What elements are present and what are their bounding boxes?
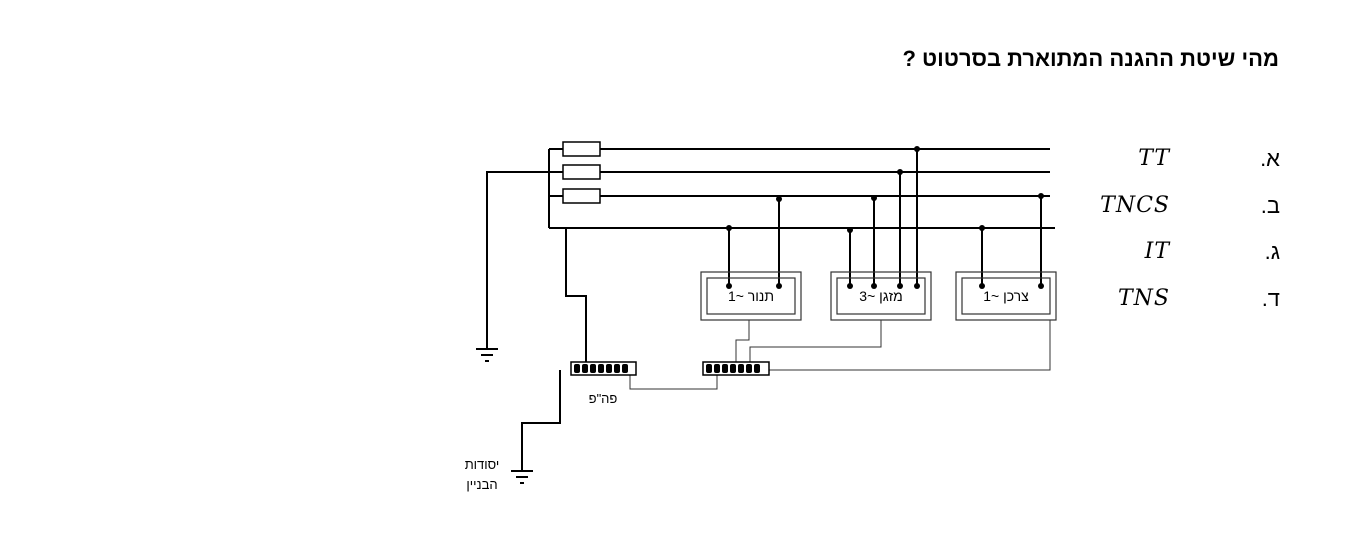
answer-list: א. TT ב. TNCS ג. IT ד. TNS: [1100, 140, 1300, 320]
oven-pe-wire: [735, 320, 750, 362]
answer-option-d[interactable]: ד. TNS: [1100, 286, 1280, 316]
neutral-to-busbar-wire: [565, 228, 587, 362]
junction-dot: [847, 227, 853, 233]
answer-letter: ד.: [1261, 286, 1280, 311]
terminal-dot: [871, 283, 877, 289]
junction-dot: [897, 169, 903, 175]
secondary-earth-busbar: [702, 361, 770, 376]
junction-dot: [726, 225, 732, 231]
consumer-box-outer: [955, 271, 1057, 321]
fuse-l3: [562, 188, 601, 204]
answer-letter: ב.: [1260, 193, 1280, 218]
question-title: מהי שיטת ההגנה המתוארת בסרטוט ?: [902, 46, 1279, 71]
answer-text: TT: [1138, 146, 1170, 171]
foundation-label-line2: הבניין: [466, 477, 497, 492]
fuse-l1: [562, 141, 601, 157]
terminal-dot: [776, 283, 782, 289]
consumer-pe-wire: [769, 320, 1051, 371]
fuse-l2: [562, 164, 601, 180]
busbar-link-wire: [629, 375, 718, 390]
oven-box-outer: [700, 271, 802, 321]
answer-option-b[interactable]: ב. TNCS: [1100, 193, 1280, 223]
junction-dot: [1038, 193, 1044, 199]
main-earth-busbar: [570, 361, 637, 376]
consumer-label: צרכן ~1: [983, 288, 1029, 304]
foundation-ground-icon: [511, 470, 533, 484]
ac-pe-wire: [749, 320, 882, 362]
answer-letter: א.: [1260, 146, 1280, 171]
consumer-box-inner: [961, 277, 1051, 315]
terminal-dot: [979, 283, 985, 289]
busbar-label: פה"פ: [589, 391, 618, 406]
answer-letter: ג.: [1264, 239, 1280, 264]
oven-label: תנור ~1: [728, 288, 774, 304]
answer-text: IT: [1144, 239, 1170, 264]
busbar-to-foundation-wire: [521, 370, 561, 470]
foundation-label-line1: יסודות: [465, 457, 500, 472]
terminal-dot: [726, 283, 732, 289]
ac-box-inner: [836, 277, 926, 315]
terminal-dot: [897, 283, 903, 289]
answer-text: TNCS: [1100, 193, 1170, 218]
junction-dot: [979, 225, 985, 231]
answer-text: TNS: [1118, 286, 1170, 311]
terminal-dot: [914, 283, 920, 289]
source-earth-wire: [486, 171, 549, 348]
junction-dot: [871, 195, 877, 201]
terminal-dot: [847, 283, 853, 289]
junction-dot: [776, 196, 782, 202]
oven-box-inner: [706, 277, 796, 315]
junction-dot: [914, 146, 920, 152]
answer-option-a[interactable]: א. TT: [1100, 146, 1280, 176]
source-ground-icon: [476, 348, 498, 362]
answer-option-c[interactable]: ג. IT: [1100, 239, 1280, 269]
terminal-dot: [1038, 283, 1044, 289]
ac-label: מזגן ~3: [859, 288, 902, 304]
